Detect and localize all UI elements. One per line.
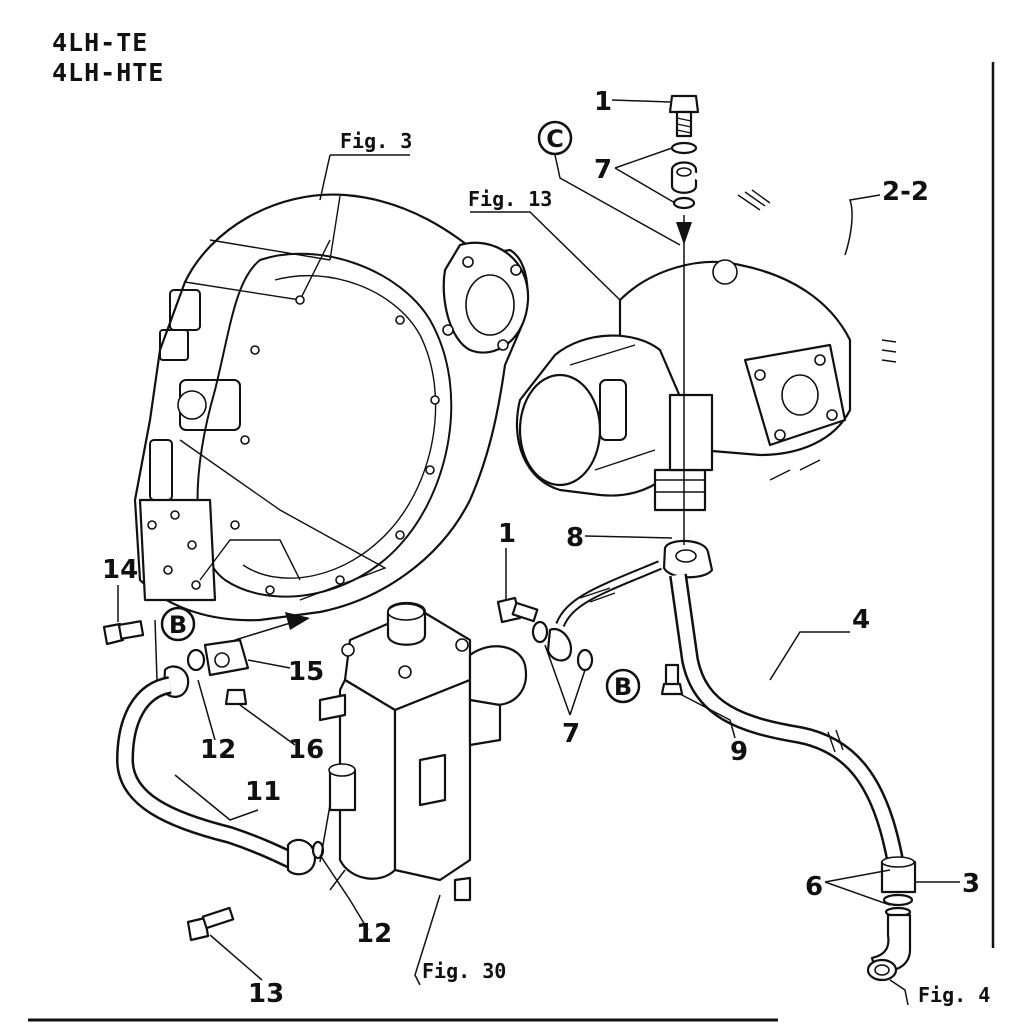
model-title-secondary: 4LH-HTE (52, 58, 165, 87)
top-banjo-bolt (668, 94, 700, 210)
callout-7-mid: 7 (562, 719, 580, 749)
callout-13: 13 (248, 979, 284, 1009)
oil-pipe-middle (555, 560, 662, 628)
circled-marker-b-left-label: B (169, 611, 187, 639)
mid-banjo-bolt (496, 596, 594, 672)
oil-pipe-11 (115, 665, 325, 876)
flow-arrows (234, 215, 692, 641)
circled-marker-b-left: B (160, 606, 196, 642)
union-3 (866, 856, 917, 982)
plug-16 (224, 688, 248, 706)
drain-flange (662, 539, 714, 579)
circled-marker-c-label: C (546, 125, 564, 153)
callout-15: 15 (288, 657, 324, 687)
flywheel-housing (133, 193, 530, 622)
callout-3: 3 (962, 869, 980, 899)
callout-14: 14 (102, 555, 138, 585)
figure-ref-3: Fig. 3 (340, 129, 412, 153)
callout-11: 11 (245, 777, 281, 807)
bolt-9 (660, 663, 684, 696)
oil-pipe-2-2 (688, 172, 897, 538)
bolt-13 (186, 906, 235, 942)
callout-12-bottom: 12 (356, 919, 392, 949)
model-title-primary: 4LH-TE (52, 28, 149, 57)
adapter-block-15 (186, 638, 250, 677)
drain-pipe-4 (669, 573, 904, 862)
leader-lines (117, 99, 960, 1006)
callout-1-top: 1 (594, 87, 612, 117)
circled-marker-b-right-label: B (614, 673, 632, 701)
callout-6: 6 (805, 872, 823, 902)
oil-cooler (318, 601, 528, 902)
callout-4: 4 (852, 605, 870, 635)
figure-ref-4: Fig. 4 (918, 983, 990, 1007)
bolt-14 (102, 620, 145, 646)
figure-ref-13: Fig. 13 (468, 187, 552, 211)
circled-marker-b-right: B (605, 668, 641, 704)
callout-16: 16 (288, 735, 324, 765)
circled-marker-c: C (537, 120, 573, 156)
figure-ref-30: Fig. 30 (422, 959, 506, 983)
callout-2-2: 2-2 (882, 177, 929, 207)
callout-9: 9 (730, 737, 748, 767)
callout-1-mid: 1 (498, 519, 516, 549)
callout-8: 8 (566, 523, 584, 553)
callout-7-top: 7 (594, 155, 612, 185)
turbocharger (515, 259, 852, 512)
callout-12-left: 12 (200, 735, 236, 765)
